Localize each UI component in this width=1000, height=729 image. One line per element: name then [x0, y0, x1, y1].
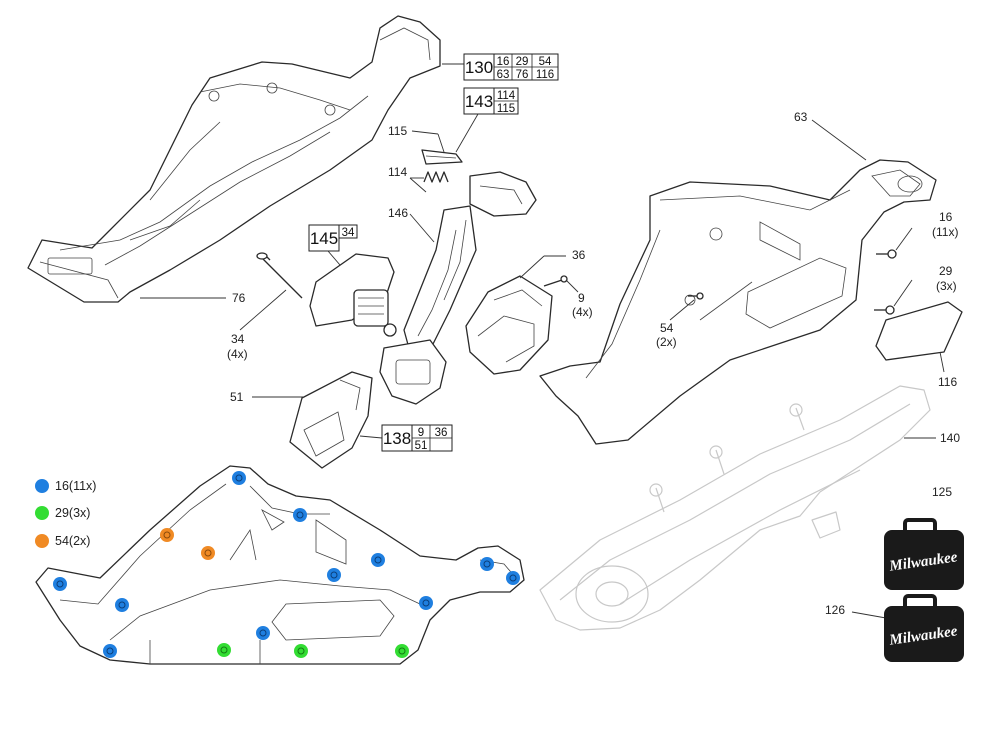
callout-138-main: 138: [383, 429, 411, 448]
callout-145: 145 34: [308, 224, 358, 273]
label-76: 76: [232, 291, 246, 305]
callout-143: 143 114 115: [455, 87, 519, 153]
screw-54-detail: [688, 292, 704, 300]
callout-143-ref: 114: [497, 90, 516, 102]
guard-51: [289, 371, 373, 469]
left-housing-half: [27, 15, 441, 303]
blue-screw-marker: [327, 568, 341, 582]
label-114: 114: [388, 165, 407, 179]
callout-130-ref: 16: [497, 56, 510, 68]
screw-16-detail: [876, 249, 897, 259]
blue-screw-marker: [419, 596, 433, 610]
green-screw-marker: [294, 644, 308, 658]
label-16: 16: [939, 210, 953, 224]
gear-housing-36: [465, 275, 553, 375]
kit-case-126: Milwaukee: [884, 594, 964, 662]
label-51: 51: [230, 390, 244, 404]
screw-markers: [53, 471, 520, 658]
callout-130-main: 130: [465, 58, 493, 77]
blue-screw-marker: [293, 508, 307, 522]
bolt-34: [256, 252, 303, 299]
screw-29-detail: [874, 305, 895, 315]
kit-case-125: Milwaukee: [884, 518, 964, 590]
right-housing-half: [539, 159, 937, 445]
green-screw-marker: [395, 644, 409, 658]
screw-legend: 16(11x) 29(3x) 54(2x): [35, 479, 96, 548]
callout-143-ref: 115: [497, 103, 515, 115]
blue-screw-marker: [480, 557, 494, 571]
callout-138: 138 9 36 51: [359, 424, 453, 452]
label-146: 146: [388, 206, 408, 220]
blue-screw-marker: [506, 571, 520, 585]
label-115: 115: [388, 124, 407, 138]
label-63: 63: [794, 110, 808, 124]
legend-swatch: [35, 479, 49, 493]
callout-130-ref: 54: [539, 56, 552, 68]
label-plate-116: [875, 301, 963, 361]
callout-130: 130 16 29 54 63 76 116: [442, 53, 559, 81]
legend-swatch: [35, 506, 49, 520]
label-54-qty: (2x): [656, 335, 677, 349]
label-116: 116: [938, 375, 957, 389]
label-29: 29: [939, 264, 953, 278]
callout-143-main: 143: [465, 92, 493, 111]
blade-guard-ghost-140: [539, 385, 931, 631]
blue-screw-marker: [115, 598, 129, 612]
callout-130-ref: 29: [516, 56, 529, 68]
label-9: 9: [578, 291, 585, 305]
blue-screw-marker: [232, 471, 246, 485]
label-54: 54: [660, 321, 674, 335]
screw-location-housing: [35, 465, 525, 665]
label-34: 34: [231, 332, 245, 346]
blue-screw-marker: [371, 553, 385, 567]
label-29-qty: (3x): [936, 279, 957, 293]
legend-label: 54(2x): [55, 534, 90, 548]
callout-138-ref: 9: [418, 427, 424, 439]
callout-130-ref: 63: [497, 69, 510, 81]
spring-114: [423, 171, 449, 183]
legend-label: 16(11x): [55, 479, 96, 493]
screw-9: [543, 275, 568, 287]
blue-screw-marker: [256, 626, 270, 640]
label-126: 126: [825, 603, 845, 617]
legend-label: 29(3x): [55, 506, 90, 520]
label-34-qty: (4x): [227, 347, 248, 361]
callout-145-ref: 34: [342, 227, 355, 239]
case-body: [884, 530, 964, 590]
callout-145-main: 145: [310, 229, 338, 248]
label-16-qty: (11x): [932, 225, 958, 239]
switch-assembly-146: [379, 171, 537, 405]
blue-screw-marker: [53, 577, 67, 591]
label-140: 140: [940, 431, 960, 445]
switch-button-115: [421, 149, 463, 165]
motor-145: [309, 253, 397, 337]
callout-130-ref: 116: [536, 69, 554, 81]
callout-130-ref: 76: [516, 69, 529, 81]
orange-screw-marker: [201, 546, 215, 560]
label-125: 125: [932, 485, 952, 499]
label-9-qty: (4x): [572, 305, 593, 319]
case-body: [884, 606, 964, 662]
callout-138-ref: 51: [415, 440, 428, 452]
orange-screw-marker: [160, 528, 174, 542]
blue-screw-marker: [103, 644, 117, 658]
legend-swatch: [35, 534, 49, 548]
label-36: 36: [572, 248, 586, 262]
green-screw-marker: [217, 643, 231, 657]
callout-138-ref: 36: [435, 427, 448, 439]
